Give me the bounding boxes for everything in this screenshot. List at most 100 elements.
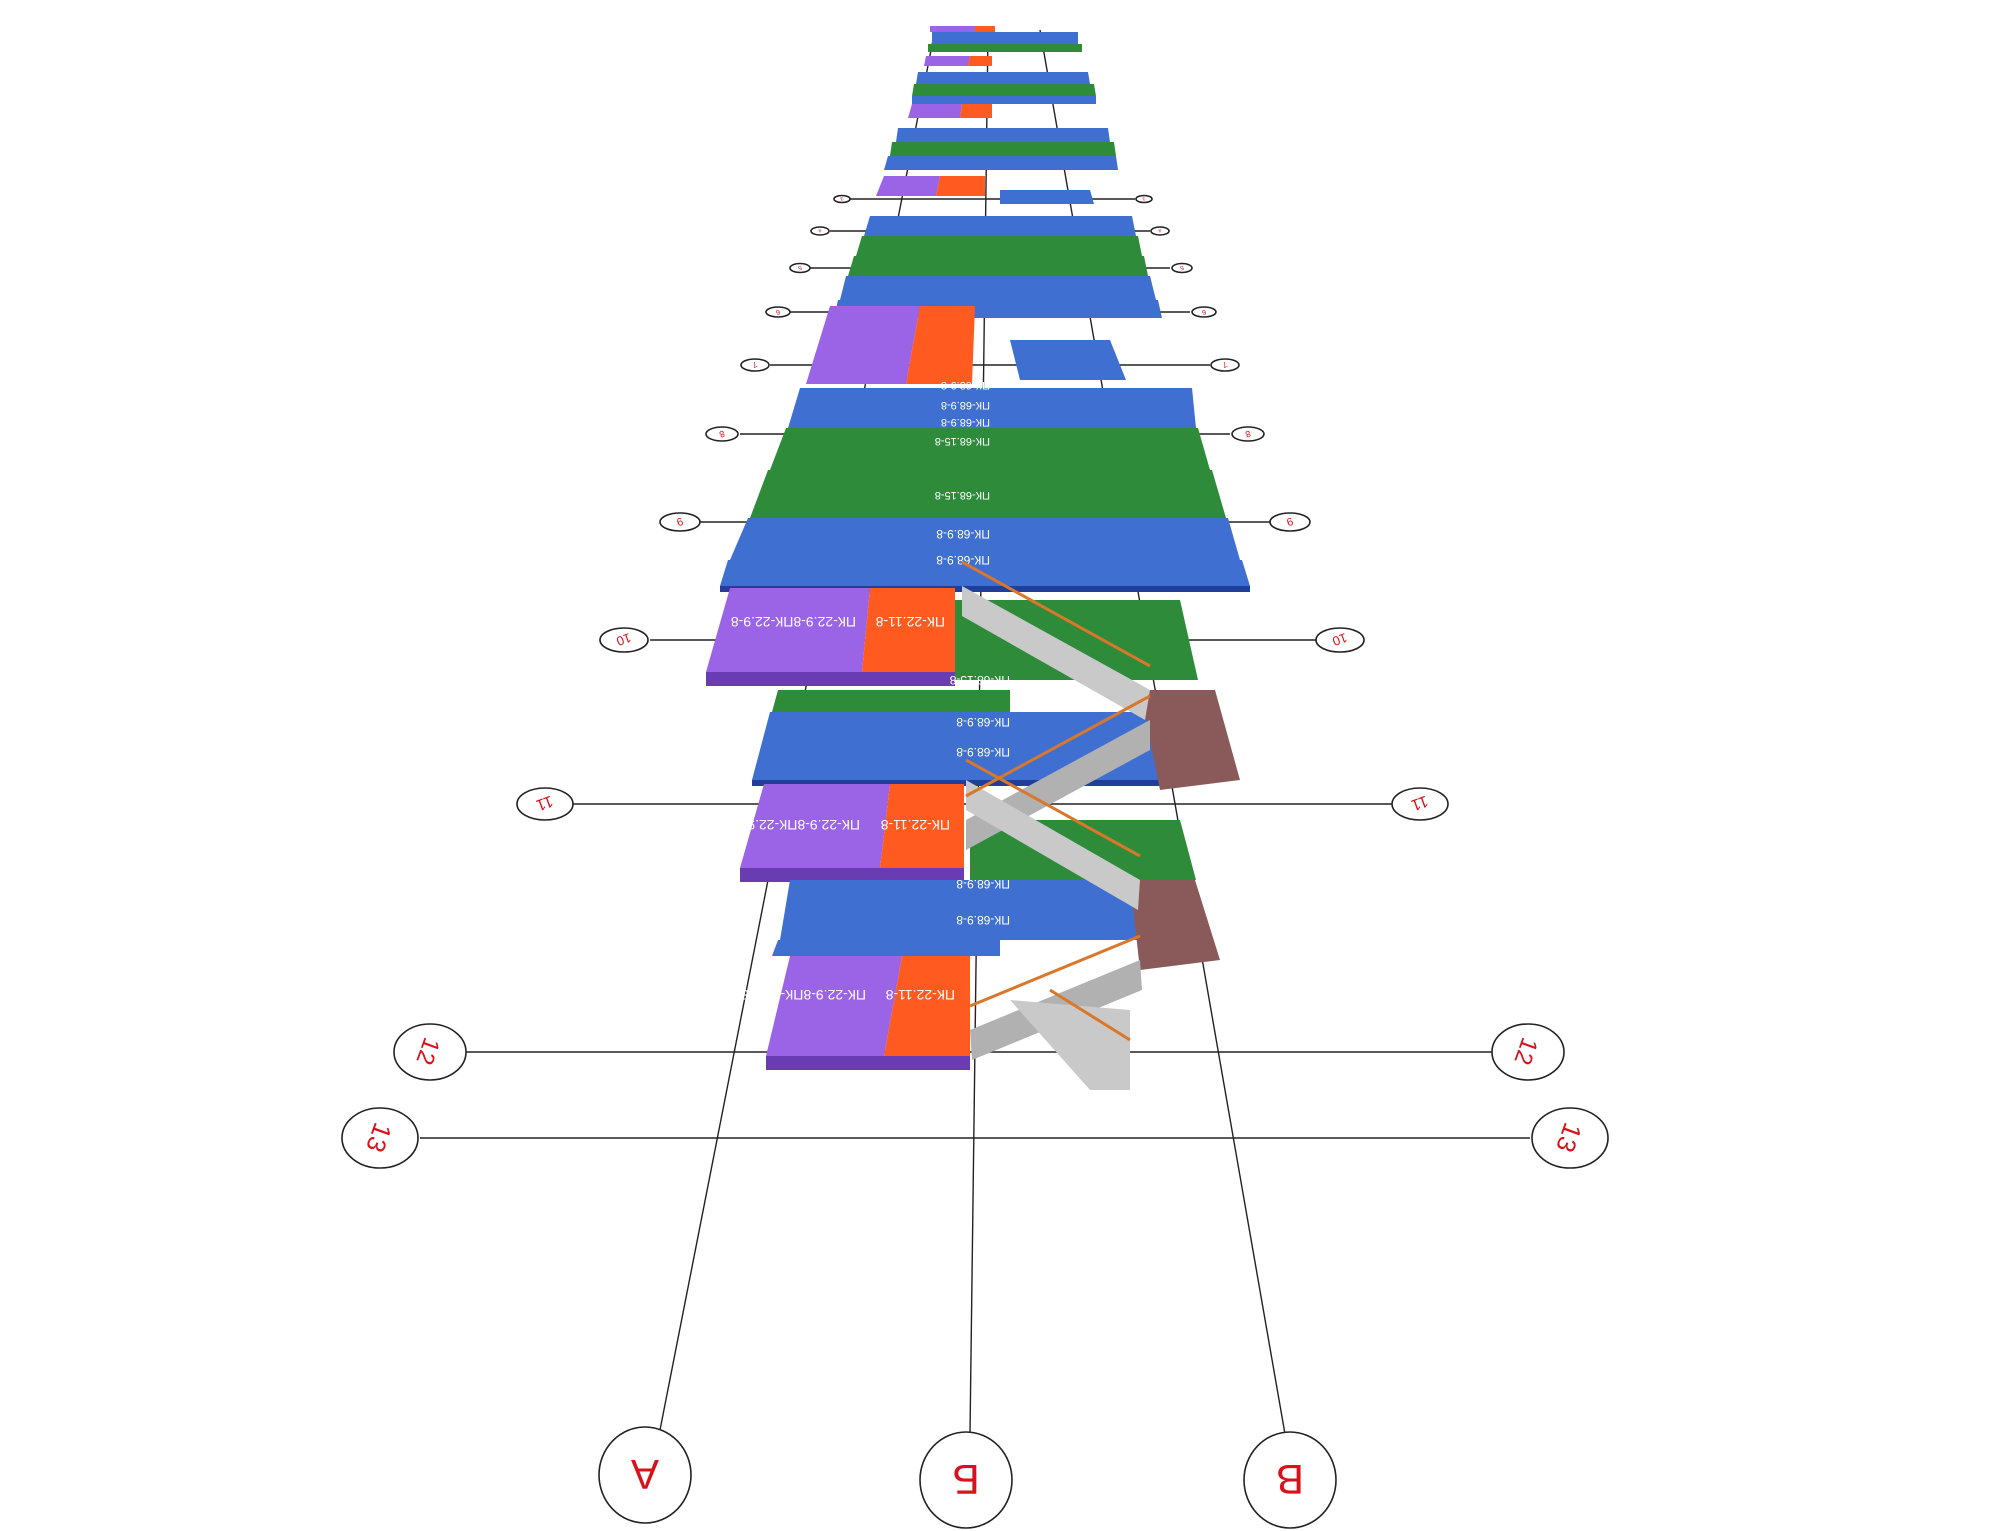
- slab-blue: [752, 712, 1170, 780]
- axis-label-5: 5: [1178, 264, 1184, 271]
- slab-purple: [766, 956, 902, 1056]
- slab-edge: [706, 672, 955, 686]
- axis-label-a: А: [631, 1451, 659, 1498]
- slab-label-pk68-9: ПК-68.9-8: [956, 745, 1010, 759]
- axis-marker-6-right: 6: [1191, 306, 1217, 318]
- floor-level-4: [834, 216, 1162, 318]
- slab-green: [772, 690, 1010, 712]
- slab-purple: [908, 104, 962, 118]
- slab-blue: [896, 128, 1110, 142]
- slab-blue: [1000, 190, 1094, 204]
- stair-flight: [1010, 1000, 1130, 1090]
- axis-marker-a: А: [598, 1426, 692, 1524]
- slab-blue: [730, 518, 1240, 560]
- slab-orange: [884, 956, 970, 1056]
- slab-label-pk22-9-pair: ПК-22.9-8ПК-22.9-8: [731, 614, 856, 630]
- slab-green: [928, 44, 1082, 52]
- slab-green: [912, 84, 1096, 96]
- slab-label-pk68-9: ПК-68.9-8: [941, 416, 990, 428]
- floor-level-7: [706, 588, 1198, 686]
- slab-blue: [864, 216, 1136, 236]
- slab-purple: [706, 588, 870, 672]
- axis-label-8: 8: [1244, 428, 1252, 439]
- slab-label-pk68-15: ПК-68.15-8: [935, 435, 990, 447]
- slab-blue: [840, 276, 1156, 300]
- floor-level-6: [720, 388, 1250, 592]
- axis-marker-8-right: 8: [1231, 426, 1265, 442]
- column-axis-markers: А Б В: [598, 1426, 1337, 1529]
- axis-marker-10-right: 10: [1315, 627, 1365, 653]
- slab-green: [890, 142, 1116, 156]
- slab-blue: [772, 940, 1000, 956]
- axis-marker-13-right: 13: [1531, 1107, 1609, 1169]
- slab-orange: [968, 56, 992, 66]
- slab-orange: [880, 784, 964, 868]
- axis-marker-12-right: 12: [1491, 1023, 1565, 1081]
- axis-marker-4-left: 4: [810, 226, 830, 236]
- axis-label-9: 9: [675, 514, 685, 527]
- axis-label-10: 10: [1330, 630, 1349, 649]
- floor-level-5: [806, 306, 1126, 384]
- axis-label-v: В: [1276, 1456, 1304, 1503]
- axis-label-4: 4: [1157, 227, 1162, 234]
- landing-lower: [1130, 880, 1220, 970]
- slab-label-pk68-9: ПК-68.9-8: [936, 553, 990, 567]
- floor-level-2: [908, 72, 1096, 118]
- axis-marker-5-right: 5: [1171, 262, 1193, 274]
- slab-label-pk68-9: ПК-68.9-8: [936, 527, 990, 541]
- axis-label-b: Б: [952, 1456, 980, 1503]
- handrail: [961, 560, 1151, 668]
- axis-label-11: 11: [534, 792, 556, 814]
- axis-marker-3-right: 3: [1135, 194, 1153, 204]
- axis-label-10: 10: [614, 630, 633, 649]
- axis-label-8: 8: [718, 428, 726, 439]
- slab-purple: [740, 784, 890, 868]
- slab-orange: [862, 588, 955, 672]
- handrail: [965, 758, 1141, 858]
- axis-marker-b: Б: [919, 1431, 1013, 1529]
- slab-label-pk68-15: ПК-68.15-8: [949, 673, 1010, 687]
- axis-marker-3-left: 3: [833, 194, 851, 204]
- slab-label-pk22-9-pair: ПК-22.9-8ПК-22.9-8: [735, 817, 860, 833]
- slab-orange: [906, 306, 975, 384]
- slab-label-pk68-9: ПК-68.9-8: [956, 715, 1010, 729]
- slab-green: [770, 428, 1210, 470]
- axis-marker-7-right: 7: [1210, 358, 1240, 372]
- axis-label-9: 9: [1285, 514, 1295, 527]
- slab-green: [750, 470, 1226, 518]
- slab-blue: [884, 156, 1118, 170]
- slab-purple: [806, 306, 920, 384]
- axis-label-7: 7: [751, 360, 759, 370]
- slab-purple: [924, 56, 970, 66]
- slab-orange: [960, 104, 992, 118]
- handrail: [969, 934, 1141, 1008]
- slab-label-pk68-9: ПК-68.9-8: [956, 877, 1010, 891]
- axis-label-6: 6: [775, 308, 781, 316]
- axis-label-3: 3: [839, 195, 844, 202]
- handrail: [965, 694, 1151, 798]
- axis-marker-4-right: 4: [1150, 226, 1170, 236]
- slab-blue: [916, 72, 1090, 84]
- axis-marker-9-left: 9: [659, 512, 701, 532]
- slab-label-pk22-11: ПК-22.11-8: [885, 987, 955, 1003]
- slab-blue: [1010, 340, 1126, 380]
- stair-flight: [962, 586, 1150, 720]
- stair-assembly: [961, 560, 1240, 1090]
- floor-level-10: [772, 880, 1150, 956]
- slab-label-pk68-9: ПК-68.9-8: [941, 399, 990, 411]
- axis-marker-5-left: 5: [789, 262, 811, 274]
- row-axis-markers: 13 13 12 12 11 11 10 10 9 9 8 8 7 7 6 6 …: [341, 194, 1609, 1169]
- slab-blue: [788, 388, 1196, 428]
- slab-blue: [912, 96, 1096, 104]
- floor-level-11: [766, 956, 970, 1070]
- slab-blue: [780, 880, 1150, 940]
- handrail: [1049, 988, 1131, 1042]
- slab-orange: [936, 176, 985, 196]
- axis-label-6: 6: [1201, 308, 1207, 316]
- axis-marker-v: В: [1243, 1431, 1337, 1529]
- slab-edge: [766, 1056, 970, 1070]
- axis-label-5: 5: [796, 264, 802, 271]
- axis-marker-11-left: 11: [516, 787, 574, 821]
- axis-marker-8-left: 8: [705, 426, 739, 442]
